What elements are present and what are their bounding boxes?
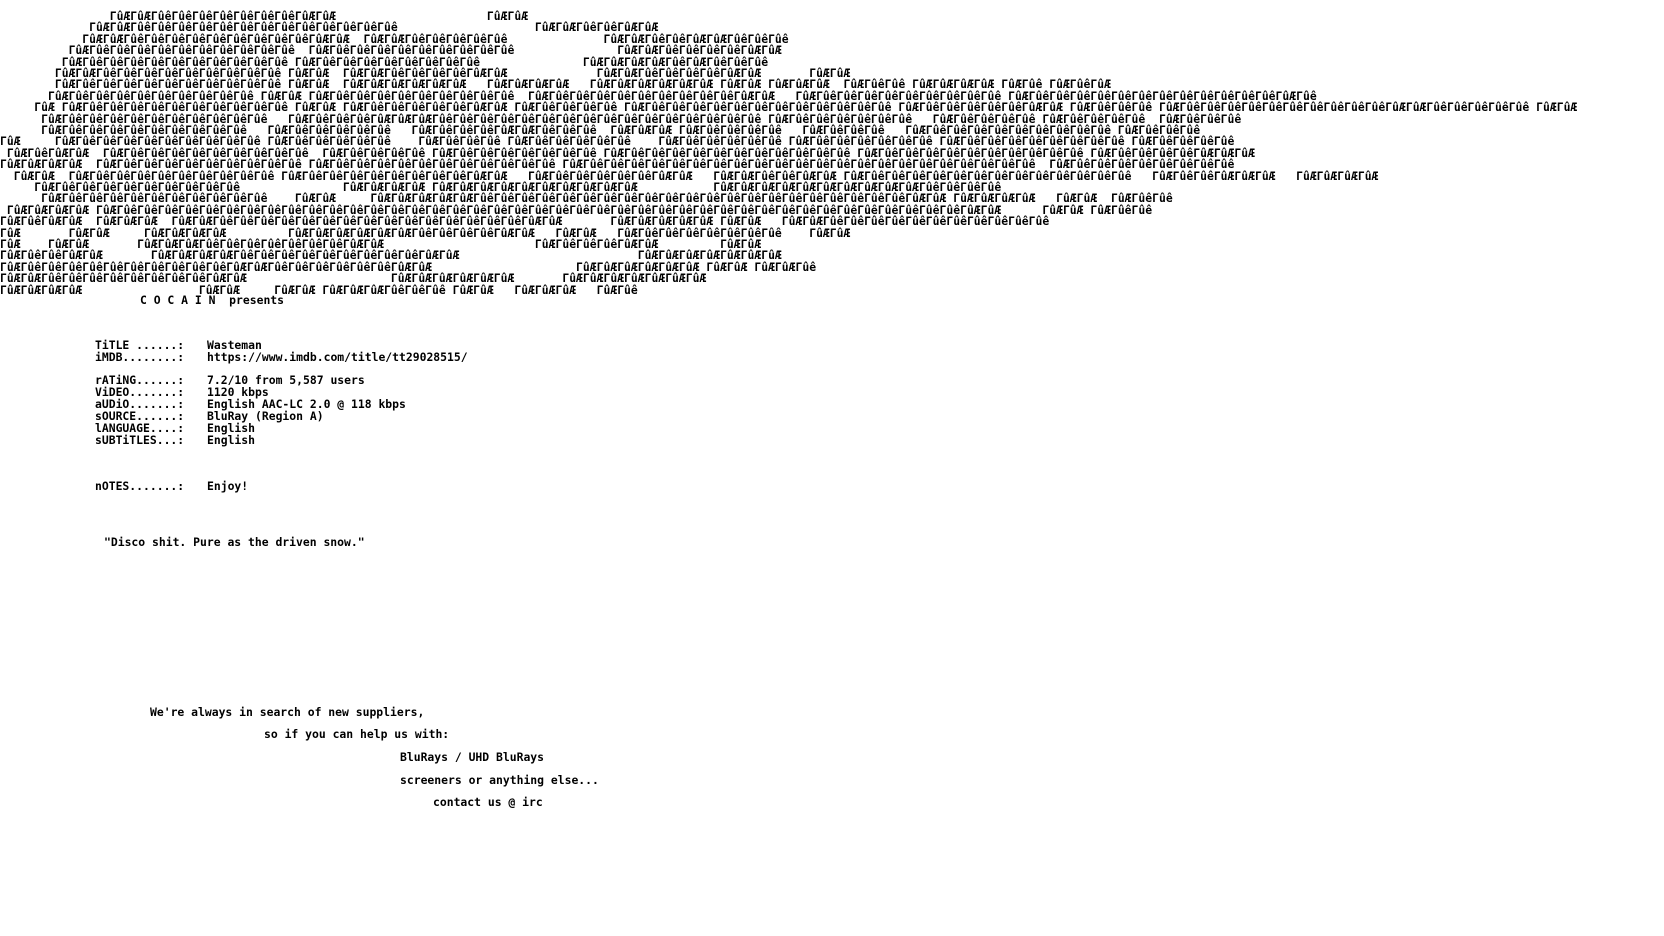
video-value: 1120 kbps <box>207 385 269 399</box>
subtitles-label: sUBTiTLES...: <box>95 433 185 447</box>
ascii-art-line: ΓûÆΓûêΓûêΓûêΓûêΓûêΓûêΓûêΓûêΓûêΓûê ΓûÆΓûÆ… <box>0 191 1173 206</box>
audio-value: English AAC-LC 2.0 @ 118 kbps <box>207 397 406 411</box>
suppliers-contact: contact us @ irc <box>433 795 543 809</box>
rating-value: 7.2/10 from 5,587 users <box>207 373 365 387</box>
ascii-art-line: ΓûÆΓûÆΓûÆΓûÆ ΓûÆΓûêΓûêΓûêΓûêΓûêΓûêΓûêΓûê… <box>0 202 1153 217</box>
source-value: BluRay (Region A) <box>207 409 324 423</box>
suppliers-item-bluray: BluRays / UHD BluRays <box>400 750 545 764</box>
suppliers-line-1: We're always in search of new suppliers, <box>150 705 425 719</box>
ascii-art-line: ΓûÆΓûÆΓûêΓûêΓûêΓûêΓûêΓûêΓûêΓûêΓûêΓûêΓûêΓ… <box>0 20 659 35</box>
ascii-art-line: ΓûÆΓûêΓûêΓûêΓûêΓûêΓûêΓûêΓûêΓûêΓûê ΓûÆΓûÆ… <box>0 77 1111 92</box>
ascii-art-line: ΓûÆΓûêΓûêΓûêΓûêΓûêΓûêΓûêΓûêΓûêΓûê ΓûÆΓûê… <box>0 43 782 58</box>
language-value: English <box>207 421 256 435</box>
ascii-art-line: ΓûÆΓûÆΓûêΓûêΓûêΓûêΓûêΓûêΓûêΓûêΓûÆΓûÆ ΓûÆ… <box>0 271 707 286</box>
subtitles-value: English <box>207 433 256 447</box>
ascii-art-line: ΓûÆΓûêΓûêΓûêΓûêΓûêΓûêΓûêΓûêΓûêΓûê ΓûÆΓûê… <box>0 111 1242 126</box>
title-label: TiTLE ......: <box>95 338 185 352</box>
notes-label: nOTES.......: <box>95 479 185 493</box>
imdb-link[interactable]: https://www.imdb.com/title/tt29028515/ <box>207 350 468 364</box>
ascii-art-line: ΓûÆΓûÆΓûêΓûêΓûêΓûêΓûêΓûêΓûêΓûÆΓûÆ ΓûÆΓûÆ <box>0 9 529 23</box>
suppliers-line-2: so if you can help us with: <box>264 727 450 741</box>
ascii-art-line: ΓûÆΓûÆ ΓûÆΓûêΓûêΓûêΓûêΓûêΓûêΓûêΓûêΓûê Γû… <box>0 168 1379 183</box>
audio-label: aUDiO.......: <box>95 397 185 411</box>
ascii-art-line: ΓûÆΓûêΓûêΓûêΓûêΓûêΓûêΓûêΓûêΓûê ΓûÆΓûÆΓûÆ… <box>0 180 1002 194</box>
notes-value: Enjoy! <box>207 479 249 493</box>
title-value: Wasteman <box>207 338 262 352</box>
ascii-art-line: ΓûÆΓûêΓûêΓûÆΓûÆ ΓûÆΓûÆΓûÆΓûÆΓûêΓûêΓûêΓûê… <box>0 248 782 263</box>
rating-label: rATiNG......: <box>95 373 185 387</box>
ascii-art-line: ΓûÆΓûêΓûêΓûêΓûêΓûêΓûêΓûêΓûêΓûêΓûêΓûÆΓûÆΓ… <box>0 259 817 274</box>
ascii-art-line: ΓûÆΓûêΓûÆΓûÆ ΓûÆΓûêΓûêΓûêΓûêΓûêΓûêΓûêΓûê… <box>0 145 1255 160</box>
video-label: ViDEO.......: <box>95 385 185 399</box>
suppliers-item-screeners: screeners or anything else... <box>400 773 599 787</box>
ascii-art-line: ΓûÆ ΓûÆΓûÆ ΓûÆΓûÆΓûÆΓûÆ ΓûÆΓûÆΓûÆΓûÆΓûÆΓ… <box>0 225 851 240</box>
ascii-art-line: ΓûÆΓûêΓûêΓûêΓûêΓûêΓûêΓûêΓûêΓûê ΓûÆΓûÆ Γû… <box>0 88 1317 103</box>
ascii-art-line: ΓûÆΓûÆΓûêΓûêΓûêΓûêΓûêΓûêΓûêΓûêΓûê ΓûÆΓûÆ… <box>0 66 851 80</box>
presents-text: C O C A I N presents <box>140 293 285 307</box>
quote-text: "Disco shit. Pure as the driven snow." <box>104 535 365 549</box>
ascii-art-line: ΓûÆΓûÆΓûêΓûêΓûêΓûêΓûêΓûêΓûêΓûêΓûêΓûÆΓûÆ … <box>0 31 789 46</box>
ascii-art-line: ΓûÆΓûÆΓûÆΓûÆ ΓûÆΓûêΓûêΓûêΓûêΓûêΓûêΓûêΓûê… <box>0 157 1235 172</box>
ascii-art-line: ΓûÆ ΓûÆΓûêΓûêΓûêΓûêΓûêΓûêΓûêΓûêΓûê ΓûÆΓû… <box>0 134 1235 149</box>
ascii-art-line: ΓûÆ ΓûÆΓûêΓûêΓûêΓûêΓûêΓûêΓûêΓûêΓûêΓûê Γû… <box>0 100 1578 115</box>
source-label: sOURCE......: <box>95 409 185 423</box>
ascii-art-line: ΓûÆ ΓûÆΓûÆ ΓûÆΓûÆΓûÆΓûêΓûêΓûêΓûêΓûêΓûêΓû… <box>0 237 762 251</box>
ascii-art-line: ΓûÆΓûêΓûêΓûêΓûêΓûêΓûêΓûêΓûêΓûê ΓûÆΓûêΓûê… <box>0 123 1201 137</box>
ascii-art-line: ΓûÆΓûêΓûÆΓûÆ ΓûÆΓûÆΓûÆ ΓûÆΓûÆΓûêΓûêΓûêΓû… <box>0 214 1050 229</box>
ascii-art-line: ΓûÆΓûêΓûêΓûêΓûêΓûêΓûêΓûêΓûêΓûêΓûê ΓûÆΓûê… <box>0 54 769 69</box>
ascii-art-line: ΓûÆΓûÆΓûÆΓûÆ ΓûÆΓûÆ ΓûÆΓûÆ ΓûÆΓûÆΓûÆΓûêΓ… <box>0 282 638 297</box>
language-label: lANGUAGE....: <box>95 421 185 435</box>
imdb-label: iMDB........: <box>95 350 185 364</box>
